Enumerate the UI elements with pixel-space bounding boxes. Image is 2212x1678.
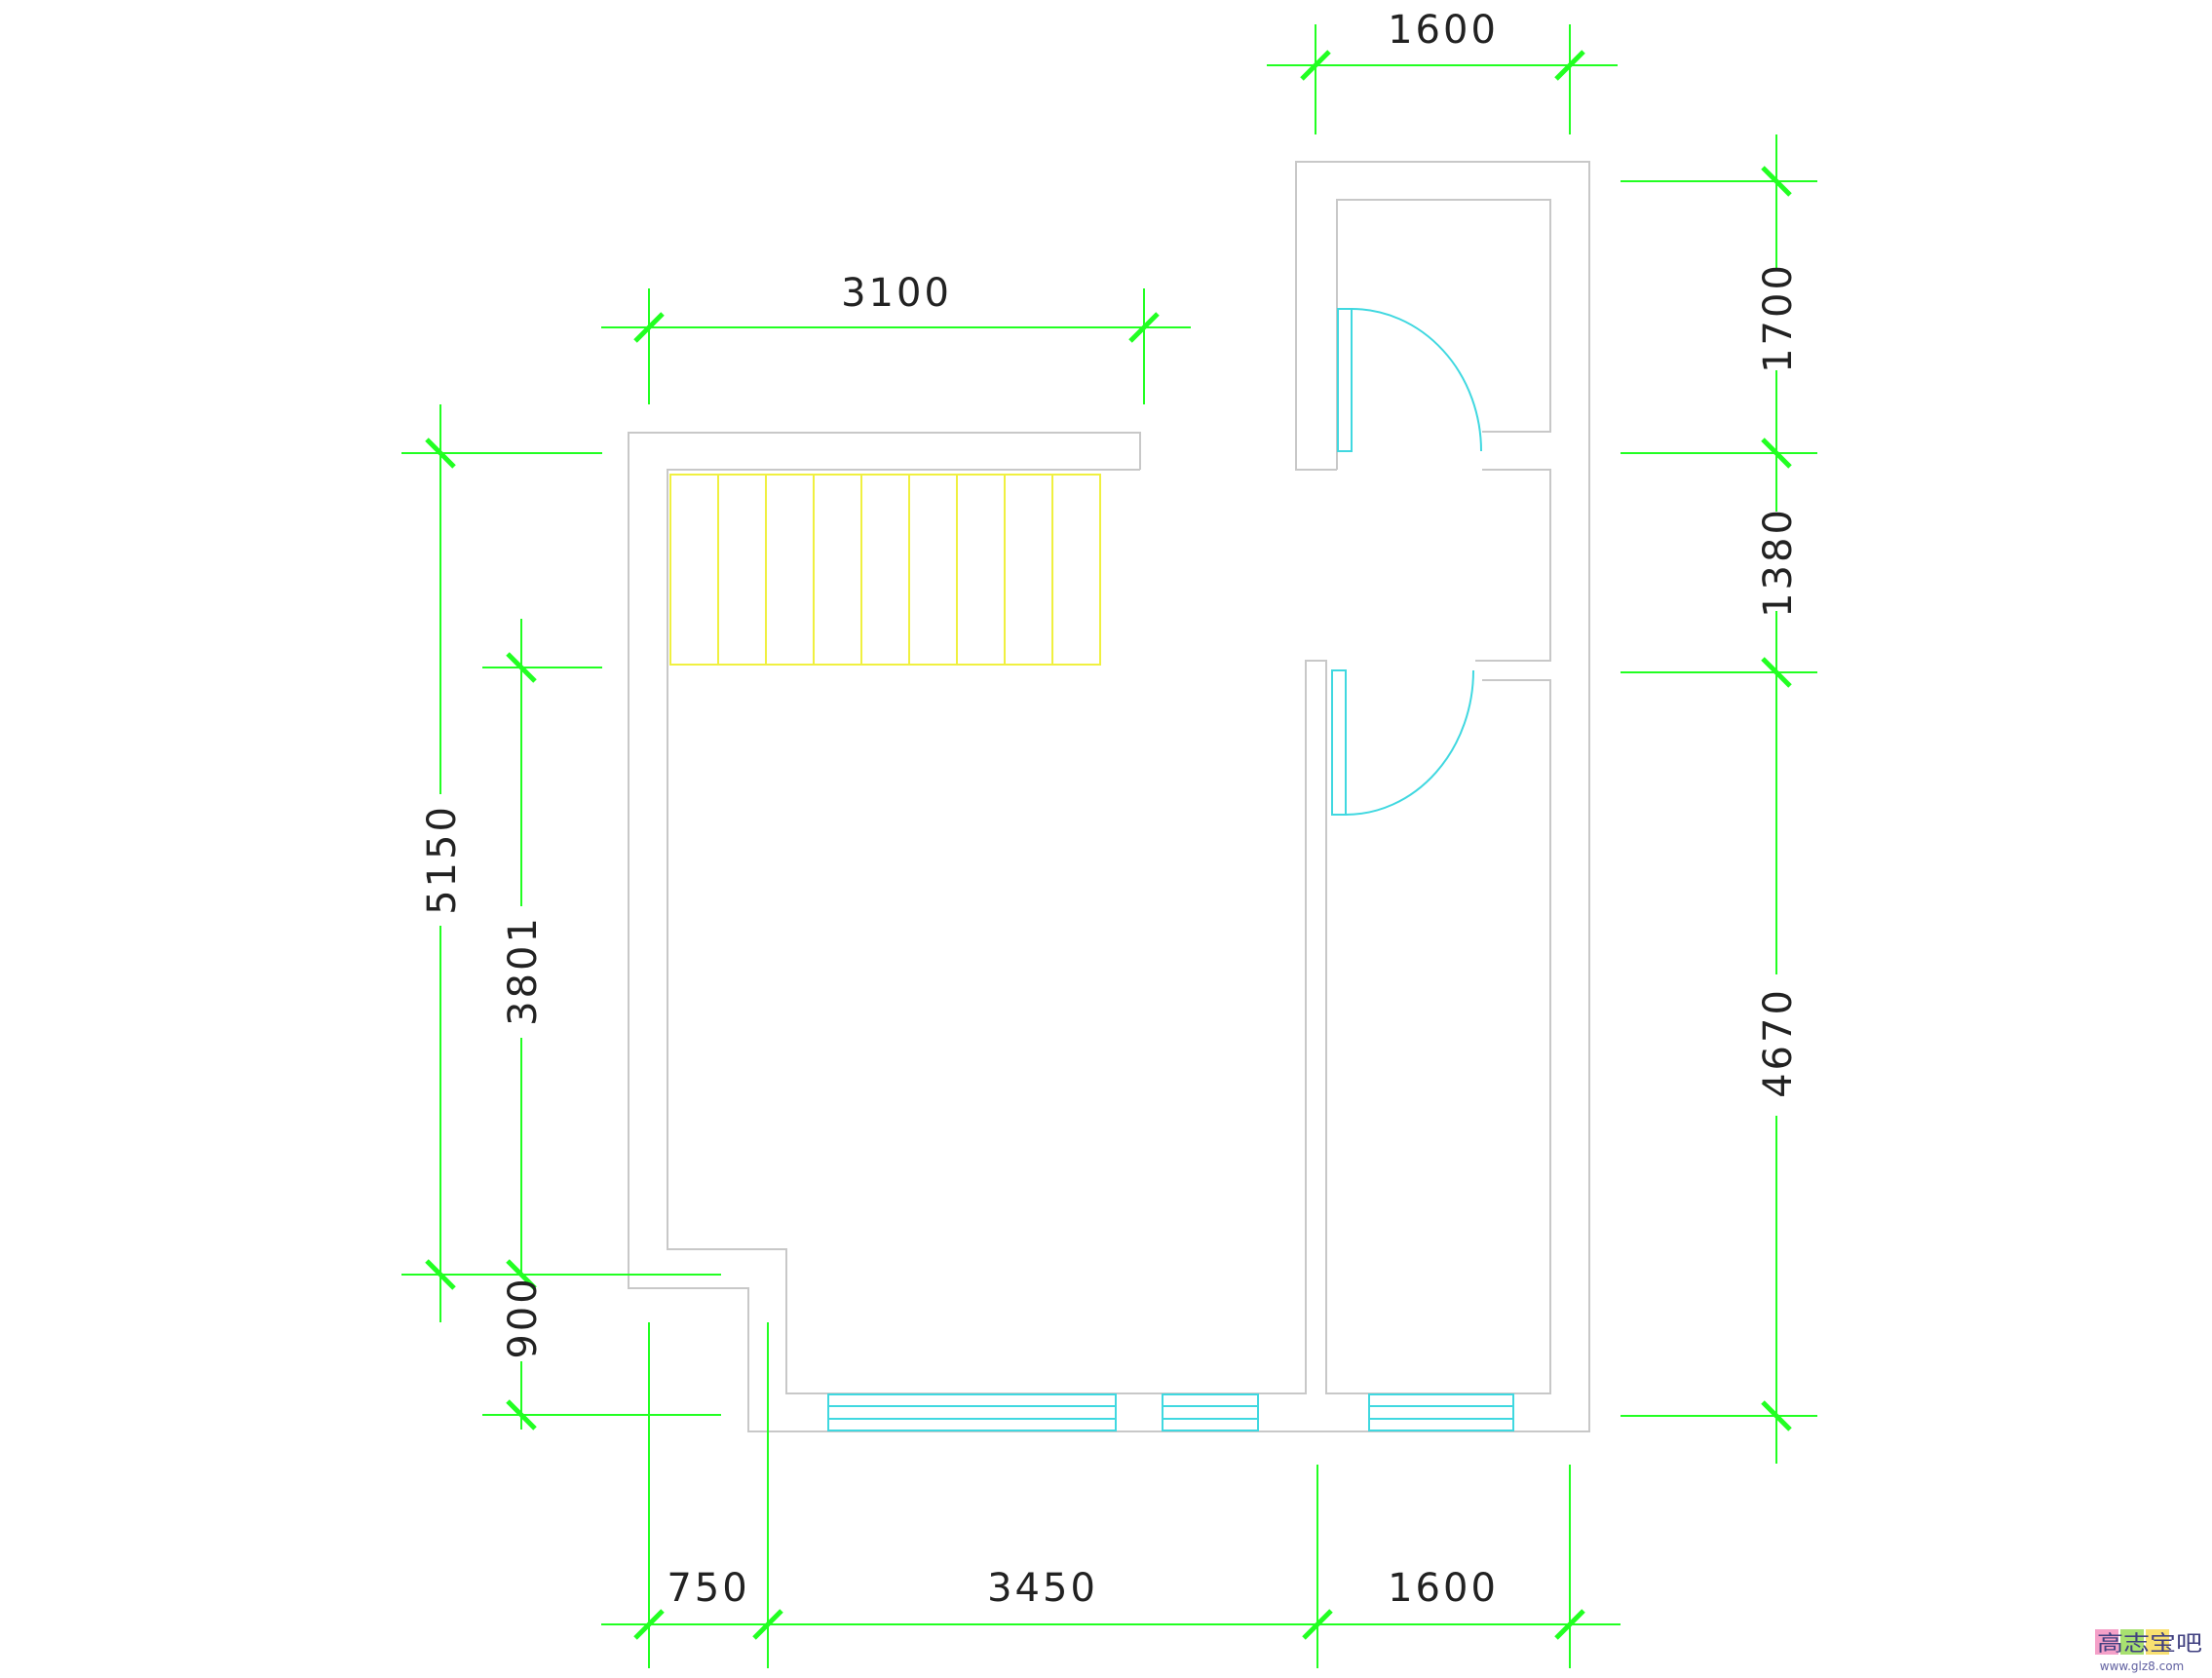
main-room-outer-wall (628, 161, 1590, 1432)
lower-door-leaf (1331, 669, 1347, 816)
dim-left-inner (482, 619, 721, 1430)
dim-label-right-middle: 1380 (1756, 507, 1801, 618)
watermark-logo-tile (2171, 1633, 2189, 1655)
dim-label-bottom-second: 3450 (987, 1566, 1098, 1611)
upper-door-swing (1351, 308, 1482, 452)
dim-label-right-upper: 1700 (1756, 262, 1801, 373)
doors-windows (827, 308, 1514, 1431)
dim-left-outer (401, 404, 721, 1322)
window-middle (1162, 1393, 1259, 1431)
watermark-logo-text: 高志宝吧 (2097, 1632, 2202, 1657)
dim-label-bottom-first: 750 (667, 1566, 749, 1611)
dim-top-right-width (1267, 24, 1618, 134)
staircase-outline (669, 474, 1101, 666)
watermark-logo-tile (2146, 1629, 2169, 1655)
watermark: 高志宝吧 www.glz8.com (2095, 1629, 2202, 1673)
dim-label-left-bottom: 900 (501, 1276, 546, 1358)
dimension-lines (401, 24, 1817, 1668)
lower-door-swing (1345, 669, 1474, 816)
dim-label-left-outer: 5150 (420, 804, 465, 915)
main-room-inner-wall (667, 469, 1551, 1394)
dim-bottom-chain (601, 1322, 1621, 1668)
dim-label-upper-left-width: 3100 (841, 271, 952, 316)
dim-label-left-inner: 3801 (501, 915, 546, 1026)
upper-door-leaf (1337, 308, 1353, 452)
upper-room-inner-wall (1336, 199, 1551, 470)
window-left (827, 1393, 1117, 1431)
corridor-wall (1475, 469, 1551, 662)
dimension-labels: 1600 3100 1700 1380 4670 5150 3801 900 7… (420, 8, 1801, 1611)
window-right (1368, 1393, 1514, 1431)
walls (628, 161, 1590, 1432)
dim-label-right-lower: 4670 (1756, 987, 1801, 1098)
watermark-logo-tile (2095, 1629, 2118, 1655)
dim-label-top-right-width: 1600 (1388, 8, 1499, 53)
dim-right-chain (1621, 134, 1817, 1464)
watermark-logo-tile (2120, 1629, 2144, 1655)
dim-upper-left-width (601, 288, 1191, 404)
watermark-url: www.glz8.com (2100, 1659, 2184, 1673)
staircase (669, 474, 1101, 666)
dim-label-bottom-third: 1600 (1388, 1566, 1499, 1611)
